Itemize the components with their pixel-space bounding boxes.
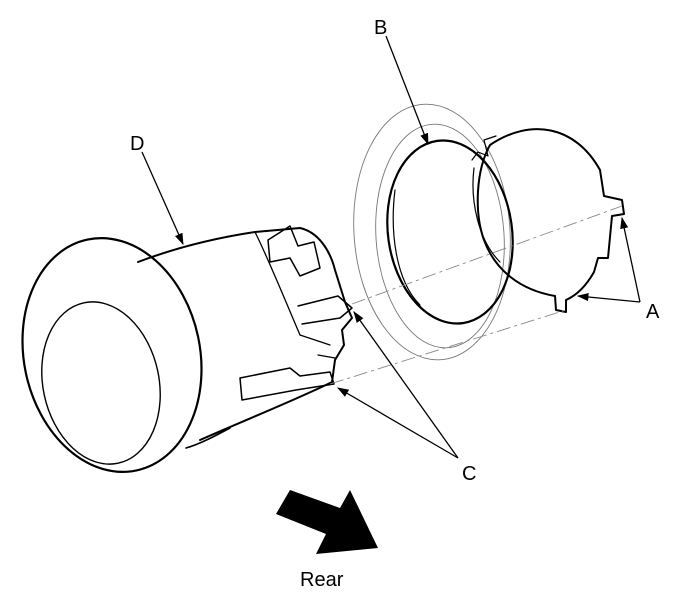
clip-inner-edge	[472, 167, 501, 263]
label-rear: Rear	[300, 569, 344, 591]
leader-c-lower	[336, 387, 459, 459]
ghost-ring-inner	[375, 123, 505, 349]
latch-lower	[239, 367, 335, 401]
latch-top	[267, 225, 321, 277]
flange-rim	[21, 237, 203, 473]
housing-seam	[254, 231, 301, 336]
ring-main	[386, 139, 514, 325]
socket-housing-d	[21, 225, 353, 473]
leader-a-lower	[576, 292, 641, 303]
alignment-lines	[329, 205, 623, 385]
leader-lines	[141, 35, 641, 459]
ring-inner-edge	[392, 189, 421, 306]
housing-detail	[299, 334, 336, 359]
clip-tab-top	[471, 135, 497, 161]
clip-ring-outline	[476, 128, 625, 313]
ghost-ring-outer	[353, 103, 511, 361]
clip-ring-a	[471, 128, 625, 313]
leader-a-upper	[620, 216, 641, 303]
housing-lower-edge	[185, 427, 231, 449]
flange-face	[41, 301, 161, 465]
label-a: A	[646, 301, 660, 323]
alignment-line-lower	[329, 309, 567, 385]
housing-body	[137, 227, 353, 441]
leader-d	[141, 151, 184, 246]
leader-c-upper	[353, 311, 459, 459]
rear-direction-arrow	[276, 490, 378, 554]
label-d: D	[130, 133, 144, 155]
leader-b	[385, 35, 429, 146]
latch-side-upper	[297, 295, 353, 325]
label-b: B	[374, 17, 387, 39]
ring-b	[353, 103, 514, 361]
label-c: C	[462, 463, 476, 485]
alignment-line-upper	[351, 205, 623, 305]
